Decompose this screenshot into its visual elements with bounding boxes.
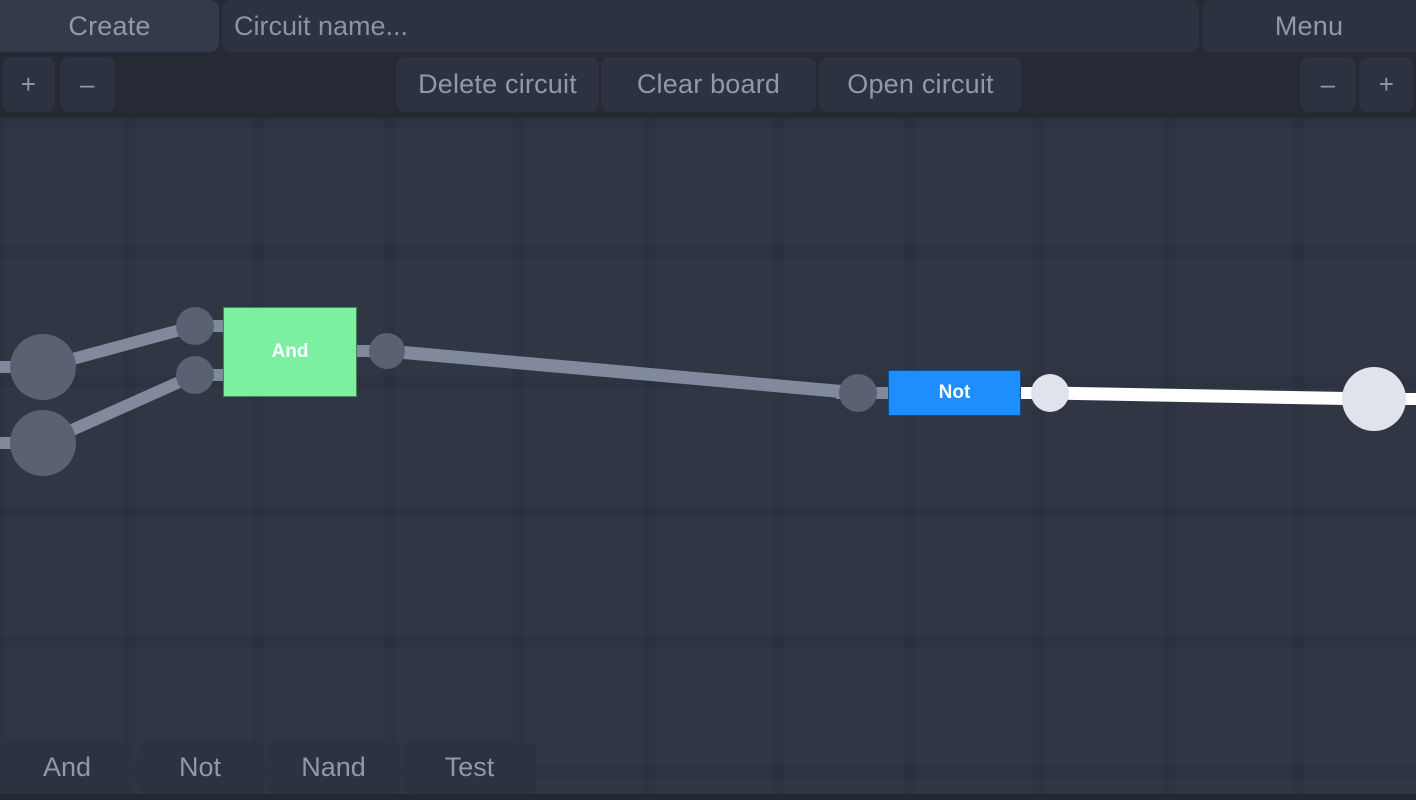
delete-circuit-button[interactable]: Delete circuit [396,57,599,112]
palette-item-test[interactable]: Test [403,741,536,794]
open-circuit-button[interactable]: Open circuit [819,57,1022,112]
zoom-out-left-button[interactable]: – [60,57,115,112]
zoom-in-left-button[interactable]: + [2,57,55,112]
palette-bottom-strip [0,794,1416,800]
palette-item-and[interactable]: And [0,741,134,794]
node-not-input[interactable] [839,374,877,412]
node-input-b[interactable] [10,410,76,476]
wire-not-to-output[interactable] [1049,386,1375,406]
palette-item-nand[interactable]: Nand [266,741,401,794]
create-button[interactable]: Create [0,0,219,52]
wire-layer [0,320,1416,449]
clear-board-button[interactable]: Clear board [601,57,816,112]
zoom-out-right-button[interactable]: – [1300,57,1356,112]
node-and-output[interactable] [369,333,405,369]
node-input-a[interactable] [10,334,76,400]
node-not-output[interactable] [1031,374,1069,412]
wire-and-to-not[interactable] [386,344,859,400]
palette-item-not[interactable]: Not [137,741,263,794]
gate-label: And [271,341,309,362]
gate-not[interactable]: Not [888,370,1021,416]
menu-button[interactable]: Menu [1202,0,1416,52]
circuit-name-input[interactable] [222,0,1199,52]
zoom-in-right-button[interactable]: + [1359,57,1414,112]
gate-label: Not [938,382,971,403]
node-and-input-1[interactable] [176,307,214,345]
node-circuit-output[interactable] [1342,367,1406,431]
node-and-input-2[interactable] [176,356,214,394]
top-toolbar: Create Menu + – Delete circuit Clear boa… [0,0,1416,118]
gate-and[interactable]: And [223,307,357,397]
